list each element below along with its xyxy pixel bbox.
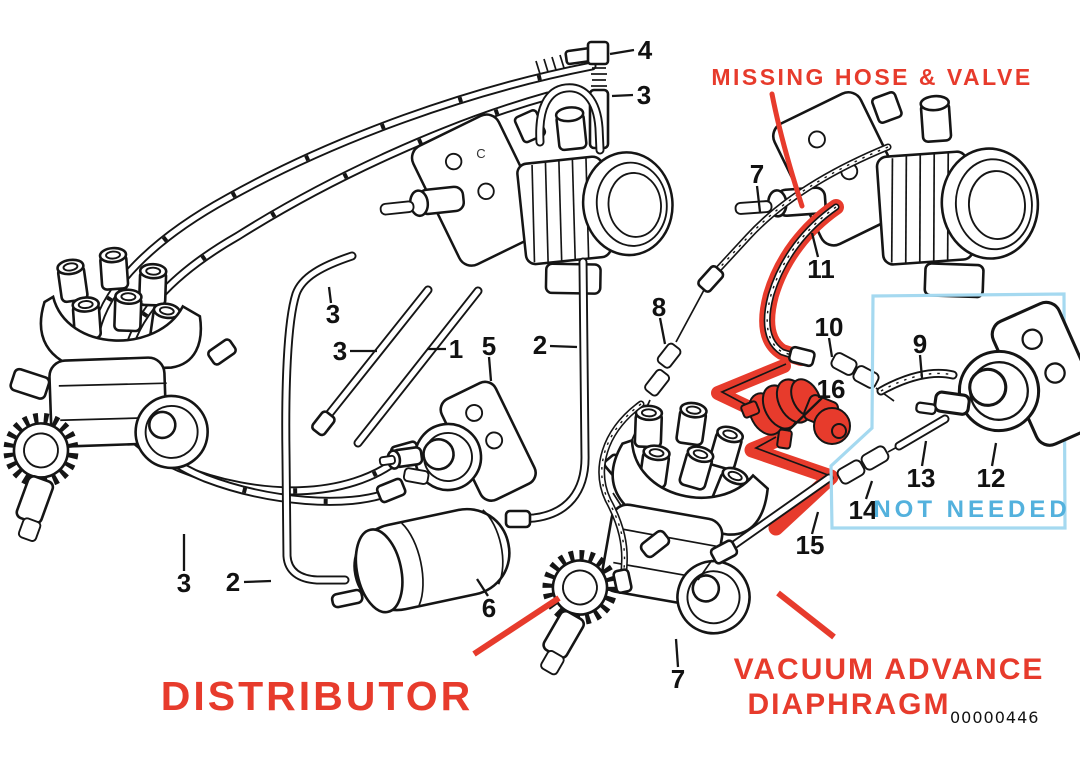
left-distributor — [3, 246, 209, 542]
hose-end — [207, 338, 237, 366]
drive-gear — [3, 412, 79, 542]
hose-2-right — [504, 262, 585, 529]
part-label-6: 6 — [482, 593, 496, 623]
check-valve-16 — [740, 378, 851, 450]
part-label-4: 4 — [638, 35, 653, 65]
hose-end — [375, 477, 407, 504]
part-label-9: 9 — [913, 329, 927, 359]
part-label-2: 2 — [226, 567, 240, 597]
leader-lines — [182, 48, 998, 668]
hose-end — [709, 539, 739, 565]
right-throttle-body — [734, 90, 1040, 299]
part-label-7: 7 — [671, 664, 685, 694]
diaphragm-nipple — [639, 529, 671, 559]
part-label-16: 16 — [817, 374, 846, 404]
not-needed-label: NOT NEEDED — [873, 496, 1070, 523]
red-highlight-overlay — [697, 91, 851, 581]
part-label-10: 10 — [815, 312, 844, 342]
part-label-3: 3 — [326, 299, 340, 329]
hose-end — [697, 265, 725, 293]
hose-end — [504, 509, 532, 529]
hose-9 — [881, 373, 953, 391]
part-label-14: 14 — [849, 495, 878, 525]
part-label-15: 15 — [796, 530, 825, 560]
part-label-12: 12 — [977, 463, 1006, 493]
part-label-2: 2 — [533, 330, 547, 360]
distributor-leader-line — [472, 595, 561, 657]
vacuum-advance-label-line2: DIAPHRAGM — [748, 688, 951, 721]
part-label-11: 11 — [807, 254, 835, 284]
vacuum-advance-label-line1: VACUUM ADVANCE — [734, 653, 1045, 686]
part-label-5: 5 — [482, 331, 496, 361]
part-label-1: 1 — [449, 334, 463, 364]
part-label-3: 3 — [637, 80, 651, 110]
not-needed-box — [829, 292, 1067, 530]
coupling-14-hose-13 — [836, 419, 945, 485]
hose-15 — [697, 478, 829, 581]
catalog-number: 00000446 — [950, 708, 1039, 727]
vacuum-diaphragm-12 — [915, 300, 1080, 447]
part-label-8: 8 — [652, 292, 666, 322]
hose-end — [787, 345, 816, 368]
hose-end — [612, 568, 633, 594]
red-zigzag-lower — [744, 431, 839, 536]
t-fitting — [586, 40, 610, 66]
missing-hose-valve-label: MISSING HOSE & VALVE — [711, 64, 1032, 90]
distributor-label: DISTRIBUTOR — [161, 673, 473, 719]
part-number-labels: 4 3 3 3 1 5 2 3 2 6 7 8 11 10 16 9 13 12… — [177, 35, 1006, 694]
vacuum-diaphragm-5 — [378, 380, 537, 502]
cap-towers — [56, 246, 182, 347]
hose-end — [311, 410, 336, 437]
vacuum-advance-leader-line — [776, 590, 836, 640]
coupling-8 — [644, 342, 682, 397]
part-label-13: 13 — [907, 463, 936, 493]
drive-gear — [540, 549, 618, 676]
hose-7-around-distributor — [602, 404, 641, 594]
bottom-distributor — [540, 401, 770, 676]
casting-mark: C — [476, 146, 485, 161]
part-label-3: 3 — [333, 336, 347, 366]
left-throttle-body — [379, 106, 674, 295]
red-annotations: MISSING HOSE & VALVE DISTRIBUTOR VACUUM … — [161, 64, 1045, 721]
missing-hose-leader-line — [769, 91, 805, 209]
part-label-7: 7 — [750, 159, 764, 189]
filter-canister-6 — [330, 507, 511, 614]
part-label-3: 3 — [177, 568, 191, 598]
